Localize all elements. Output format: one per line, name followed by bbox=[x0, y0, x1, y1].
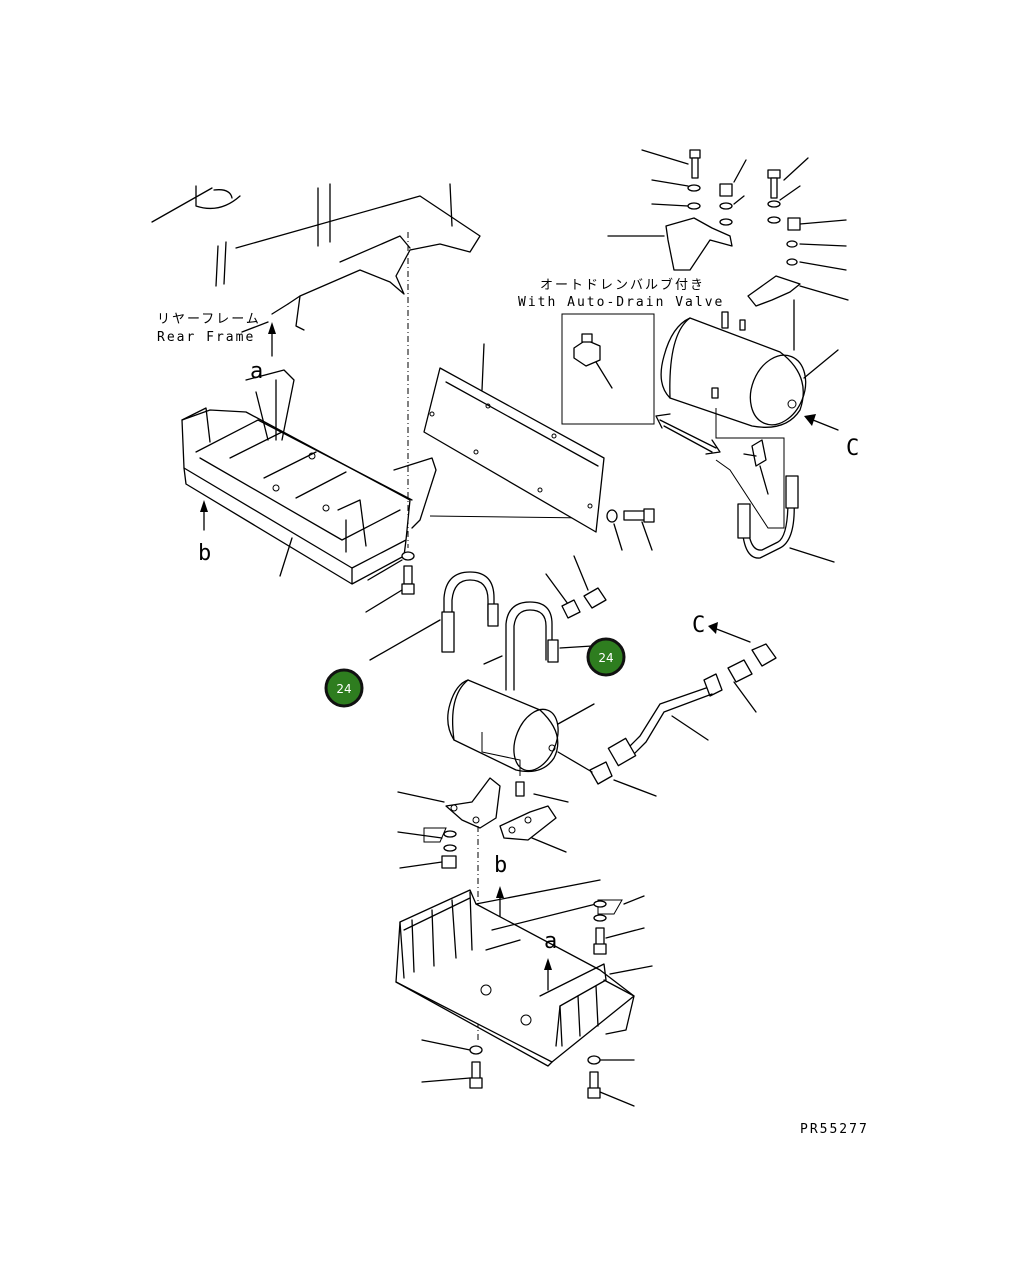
upper-bolt-set bbox=[365, 551, 415, 613]
lower-left-bolt-set bbox=[421, 1039, 483, 1089]
air-hose-lower bbox=[607, 643, 777, 767]
ref-c-mid: C bbox=[692, 613, 705, 638]
u-bolt-left bbox=[369, 571, 499, 661]
air-tank-lower bbox=[447, 655, 657, 803]
ref-c-right: C bbox=[846, 436, 859, 461]
lower-straps bbox=[397, 777, 567, 853]
rear-frame-label-en: Rear Frame bbox=[157, 330, 255, 345]
arrow-a-top bbox=[268, 322, 276, 357]
lower-mounting-tray bbox=[395, 879, 635, 1067]
upper-mounting-bracket bbox=[181, 369, 437, 585]
fittings-middle bbox=[545, 555, 607, 619]
u-bolt-right bbox=[505, 601, 593, 691]
rear-frame-leader bbox=[241, 321, 269, 333]
ref-b-left: b bbox=[198, 541, 211, 566]
arrow-c-mid bbox=[708, 622, 751, 643]
air-tank-upper bbox=[660, 311, 839, 428]
rear-frame-label-jp: リヤーフレーム bbox=[157, 312, 261, 327]
drain-hose-assembly bbox=[715, 408, 835, 563]
plate-bolt-set bbox=[606, 508, 655, 551]
auto-drain-label-en: With Auto-Drain Valve bbox=[518, 295, 724, 310]
arrow-a-lower bbox=[544, 958, 552, 991]
bolt-line-upper bbox=[429, 515, 591, 519]
badge-right[interactable]: 24 bbox=[586, 637, 626, 677]
lower-right-hardware bbox=[587, 895, 653, 1107]
double-arrow bbox=[655, 413, 721, 455]
arrow-c-right bbox=[804, 414, 839, 431]
badge-left-text: 24 bbox=[336, 682, 351, 696]
arrow-b-lower bbox=[496, 886, 504, 919]
badge-left[interactable]: 24 bbox=[324, 668, 364, 708]
ref-a-lower: a bbox=[544, 929, 557, 954]
top-right-hardware bbox=[607, 149, 849, 351]
drawing-code: PR55277 bbox=[800, 1122, 869, 1137]
ref-a-top: a bbox=[250, 359, 263, 384]
ref-b-lower: b bbox=[494, 853, 507, 878]
auto-drain-valve-box bbox=[561, 313, 655, 425]
side-cover-plate bbox=[423, 343, 605, 533]
arrow-b-left bbox=[200, 500, 208, 531]
bracket-leader bbox=[279, 537, 293, 577]
auto-drain-label-jp: オートドレンバルブ付き bbox=[540, 277, 705, 293]
rear-frame-drawing bbox=[151, 183, 481, 331]
badge-right-text: 24 bbox=[598, 651, 613, 665]
lower-left-nuts bbox=[397, 827, 457, 869]
